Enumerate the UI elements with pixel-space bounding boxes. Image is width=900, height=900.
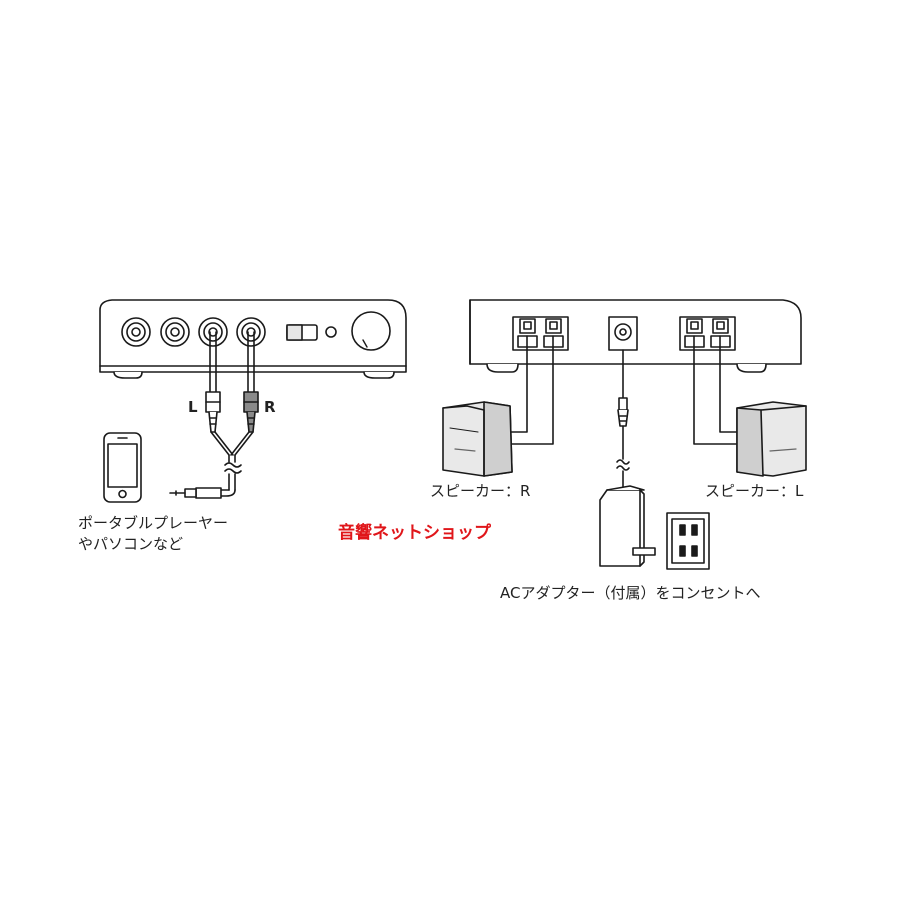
stereo-mini-plug-icon (169, 487, 222, 499)
wall-outlet-icon (666, 512, 710, 570)
speaker-left-label: スピーカー：L (705, 482, 804, 500)
speaker-terminal-right (512, 316, 569, 351)
shop-watermark: 音響ネットショップ (338, 523, 491, 543)
rca-cable (209, 331, 255, 393)
left-channel-label: L (188, 398, 198, 416)
source-label-line2: やパソコンなど (78, 535, 184, 553)
speaker-terminal-left (679, 316, 736, 351)
speaker-icon (736, 401, 807, 477)
speaker-wire-right (509, 346, 554, 445)
smartphone-icon (103, 432, 142, 503)
speaker-wire-left (693, 346, 738, 445)
volume-knob-icon (351, 311, 391, 351)
dc-power-jack (608, 316, 638, 351)
speaker-right-label: スピーカー：R (430, 482, 531, 500)
dc-cable (616, 349, 630, 489)
y-splitter-cable (210, 431, 254, 497)
rca-plug-icon (205, 391, 259, 433)
speaker-icon (442, 401, 513, 477)
rca-input-jacks (121, 317, 266, 347)
ac-adapter-icon (599, 485, 656, 567)
power-led (325, 326, 337, 338)
ac-adapter-label: ACアダプター（付属）をコンセントへ (500, 584, 761, 602)
source-label-line1: ポータブルプレーヤー (78, 514, 229, 532)
right-channel-label: R (264, 398, 276, 416)
power-switch (286, 324, 318, 341)
